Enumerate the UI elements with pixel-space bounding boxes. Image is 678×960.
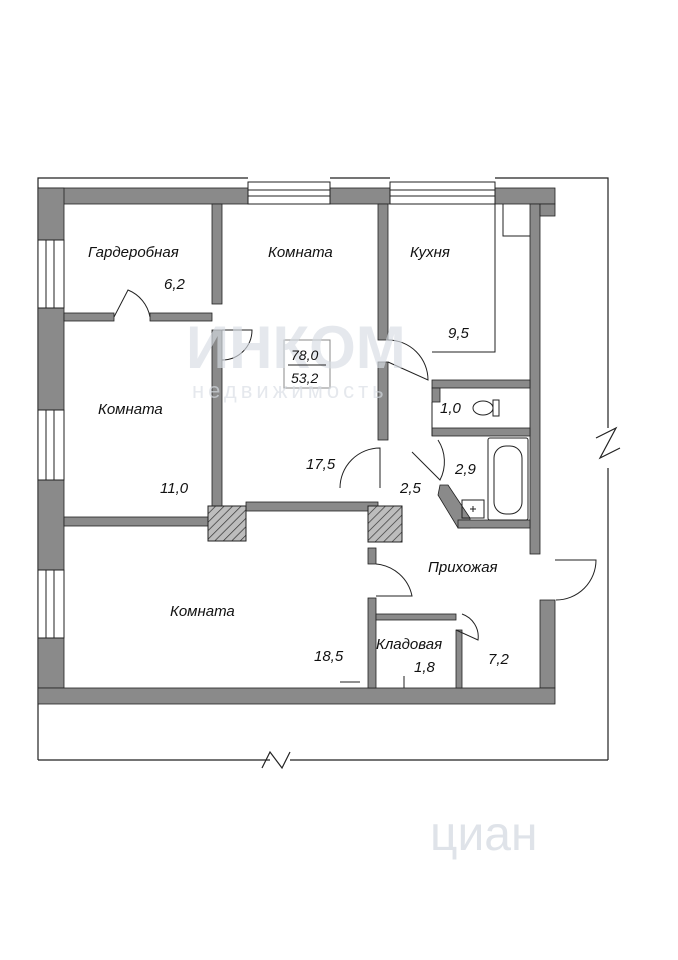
toilet-icon (472, 400, 494, 416)
door-bath (411, 439, 445, 481)
column-left (207, 505, 247, 542)
storage-name: Кладовая (376, 636, 442, 653)
window-top-2 (389, 181, 496, 205)
watermark-inkom-logo: ИНКОМ (186, 314, 406, 381)
living-area: 53,2 (291, 370, 318, 386)
door-wardrobe (113, 289, 151, 318)
walls (37, 187, 556, 705)
bathroom-area: 2,9 (454, 461, 477, 478)
window-left-2 (37, 409, 65, 481)
room-center-area: 17,5 (306, 456, 336, 473)
room-left-area: 11,0 (160, 480, 189, 497)
room-bottom-name: Комната (170, 603, 235, 620)
door-center (339, 447, 381, 489)
kitchen-name: Кухня (410, 244, 450, 261)
watermark-inkom: ИНКОМ недвижимость (186, 314, 406, 403)
windows (37, 181, 496, 639)
watermark-cian: циан (430, 808, 538, 861)
hallway-area: 7,2 (488, 651, 510, 668)
room-labels: Гардеробная 6,2 Комната Кухня 9,5 78,0 5… (88, 244, 510, 676)
door-kitchen (387, 339, 429, 381)
column-center (367, 505, 403, 543)
room-top-name: Комната (268, 244, 333, 261)
window-left-3 (37, 569, 65, 639)
window-left-1 (37, 239, 65, 309)
storage-area: 1,8 (414, 659, 436, 676)
window-top-1 (247, 181, 331, 205)
door-room-top (221, 329, 253, 361)
fixtures (283, 204, 530, 521)
total-area: 78,0 (291, 347, 318, 363)
door-entrance (555, 559, 597, 601)
wardrobe-name: Гардеробная (88, 244, 179, 261)
door-room-bottom (375, 563, 413, 597)
toilet-area: 1,0 (440, 400, 462, 417)
sink-icon (461, 499, 485, 519)
area-box (283, 339, 331, 389)
kitchen-counter (432, 204, 496, 353)
columns (207, 505, 403, 543)
bathtub-icon (487, 437, 529, 521)
watermark-cian-logo: циан (430, 808, 538, 861)
corridor-area: 2,5 (399, 480, 422, 497)
room-left-name: Комната (98, 401, 163, 418)
watermark-inkom-sub: недвижимость (192, 378, 388, 403)
wardrobe-area: 6,2 (164, 276, 186, 293)
doors (113, 289, 597, 688)
kitchen-area: 9,5 (448, 325, 470, 342)
door-storage (455, 613, 479, 641)
room-bottom-area: 18,5 (314, 648, 344, 665)
hallway-name: Прихожая (428, 559, 498, 576)
